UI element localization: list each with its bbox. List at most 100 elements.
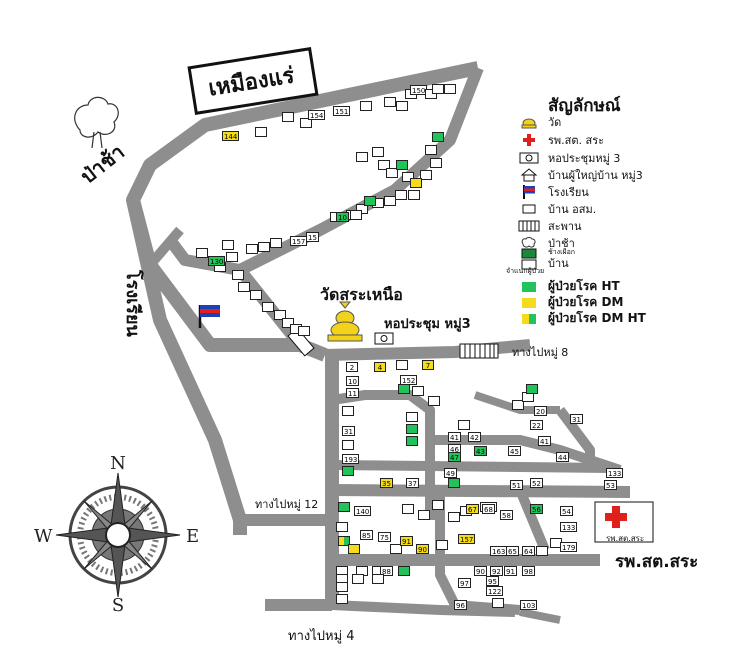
house-marker: 42 bbox=[468, 432, 481, 442]
house-marker: 10 bbox=[336, 212, 349, 222]
house-marker: 58 bbox=[500, 510, 513, 520]
legend-row-dm: ผู้ป่วยโรค DM bbox=[518, 293, 623, 312]
house-marker bbox=[396, 101, 408, 111]
house-marker bbox=[420, 170, 432, 180]
house-marker bbox=[536, 546, 548, 556]
house-marker bbox=[386, 168, 398, 178]
house-marker bbox=[526, 384, 538, 394]
house-marker: 45 bbox=[508, 446, 521, 456]
house-marker: 157 bbox=[458, 534, 476, 544]
legend-label: วัด bbox=[548, 116, 562, 129]
house-marker: 56 bbox=[530, 504, 543, 514]
house-marker: 41 bbox=[538, 436, 551, 446]
house-marker: 22 bbox=[530, 420, 543, 430]
bridge-icon bbox=[518, 219, 540, 233]
house-marker: 31 bbox=[342, 426, 355, 436]
house-marker bbox=[342, 440, 354, 450]
house-marker bbox=[402, 172, 414, 182]
house-marker bbox=[255, 127, 267, 137]
house-marker: 151 bbox=[333, 106, 351, 116]
house-marker bbox=[372, 574, 384, 584]
meeting-hall-icon bbox=[374, 332, 394, 345]
house-marker: 43 bbox=[474, 446, 487, 456]
house-marker bbox=[406, 436, 418, 446]
house-marker bbox=[270, 238, 282, 248]
legend-row-hall: หอประชุมหมู่ 3 bbox=[518, 149, 620, 167]
house-marker: 54 bbox=[560, 506, 573, 516]
house-marker: 91 bbox=[504, 566, 517, 576]
house-marker: 122 bbox=[486, 586, 504, 596]
house-marker bbox=[396, 160, 408, 170]
house-marker bbox=[350, 210, 362, 220]
legend-label: บ้าน อสม. bbox=[548, 203, 597, 216]
house-marker: 11 bbox=[346, 388, 359, 398]
house-marker bbox=[342, 406, 354, 416]
legend-label: ผู้ป่วยโรค DM HT bbox=[548, 311, 646, 325]
hospital-building bbox=[594, 501, 654, 543]
house-marker: 163 bbox=[490, 546, 508, 556]
legend-label: บ้าน bbox=[548, 257, 569, 270]
house-marker bbox=[448, 478, 460, 488]
house-marker bbox=[425, 89, 437, 99]
legend-row-forest: ป่าช้า bbox=[518, 234, 575, 252]
house-marker: 4 bbox=[374, 362, 386, 372]
house-marker: 51 bbox=[510, 480, 523, 490]
house-marker bbox=[298, 326, 310, 336]
house-marker: 52 bbox=[530, 478, 543, 488]
house-marker bbox=[444, 84, 456, 94]
house-marker: 47 bbox=[448, 452, 461, 462]
house-marker bbox=[250, 290, 262, 300]
road-to-moo4-label: ทางไปหมู่ 4 bbox=[288, 629, 355, 644]
house-marker: 97 bbox=[458, 578, 471, 588]
legend-row-dmht: ผู้ป่วยโรค DM HT bbox=[518, 309, 646, 328]
house-marker: 98 bbox=[522, 566, 535, 576]
house-marker bbox=[395, 190, 407, 200]
house-marker: 53 bbox=[604, 480, 617, 490]
house-marker bbox=[342, 466, 354, 476]
house-marker: 193 bbox=[342, 454, 360, 464]
legend-row-vhv: บ้าน อสม. bbox=[518, 200, 596, 218]
house-marker bbox=[390, 544, 402, 554]
house-marker bbox=[348, 544, 360, 554]
red-cross-icon bbox=[518, 133, 540, 147]
house-marker bbox=[336, 594, 348, 604]
house-marker bbox=[408, 190, 420, 200]
compass-east: E bbox=[186, 526, 199, 547]
forest-icon bbox=[74, 96, 119, 149]
temple-label: วัดสระเหนือ bbox=[320, 285, 403, 304]
house-marker bbox=[428, 396, 440, 406]
house-marker: 2 bbox=[346, 362, 358, 372]
legend-row-headman: บ้านผู้ใหญ่บ้าน หมู่3 bbox=[518, 166, 643, 184]
house-marker: 179 bbox=[560, 542, 578, 552]
house-marker: 133 bbox=[560, 522, 578, 532]
house-marker bbox=[360, 101, 372, 111]
house-marker bbox=[430, 158, 442, 168]
house-marker bbox=[338, 536, 350, 546]
house-marker: 7 bbox=[422, 360, 434, 370]
house-marker bbox=[338, 502, 350, 512]
legend-split-bottom: จำแนกผู้ป่วย bbox=[506, 267, 545, 275]
road-to-moo8-label: ทางไปหมู่ 8 bbox=[512, 346, 569, 359]
house-marker bbox=[402, 504, 414, 514]
legend-row-ht: ผู้ป่วยโรค HT bbox=[518, 277, 620, 296]
house-marker bbox=[412, 386, 424, 396]
legend-row-hospital: รพ.สต. สระ bbox=[518, 131, 604, 149]
house-marker bbox=[282, 112, 294, 122]
legend-label: โรงเรียน bbox=[548, 186, 589, 199]
house-marker bbox=[258, 242, 270, 252]
house-marker bbox=[448, 512, 460, 522]
village-label-box bbox=[187, 47, 319, 115]
house-marker: 157 bbox=[290, 236, 308, 246]
bridge-icon bbox=[459, 343, 499, 359]
compass-rose: N S E W bbox=[34, 453, 199, 616]
house-marker bbox=[384, 97, 396, 107]
house-marker: 88 bbox=[380, 566, 393, 576]
house-marker: 20 bbox=[534, 406, 547, 416]
house-marker bbox=[238, 282, 250, 292]
house-marker bbox=[406, 412, 418, 422]
house-marker bbox=[398, 566, 410, 576]
school-label: โรงเรียน bbox=[122, 270, 143, 337]
house-marker: 154 bbox=[308, 110, 326, 120]
school-flag-icon bbox=[518, 185, 540, 199]
